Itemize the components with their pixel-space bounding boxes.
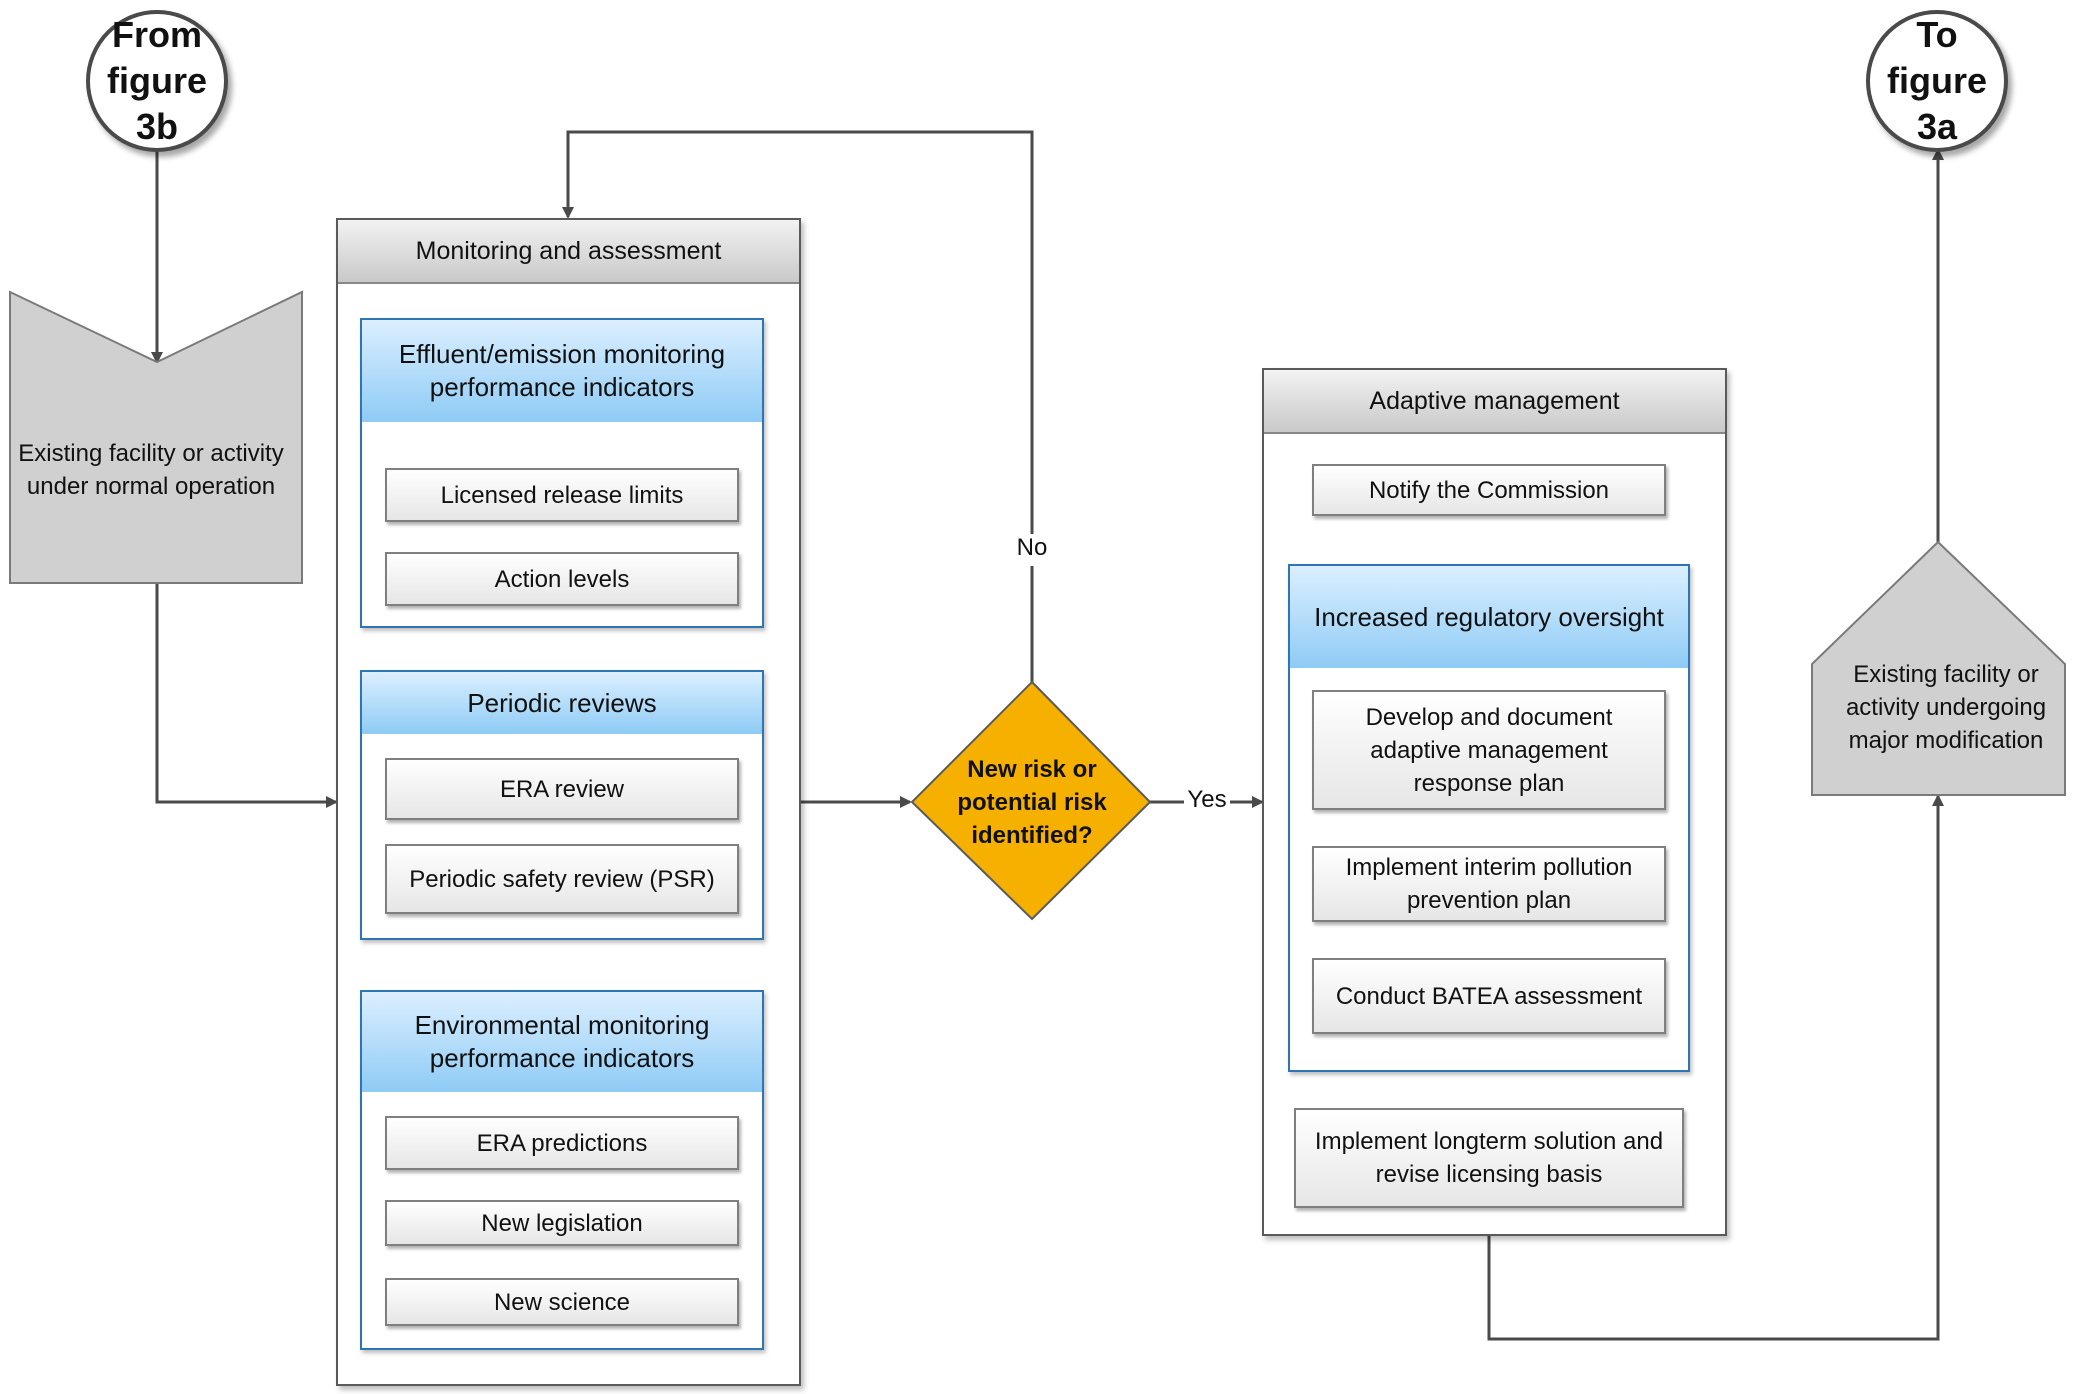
to-figure-connector: To figure 3a: [1866, 10, 2008, 152]
interim-plan-box: Implement interim pollution prevention p…: [1312, 846, 1666, 922]
decision-yes-label: Yes: [1184, 786, 1230, 818]
from-figure-connector: From figure 3b: [86, 10, 228, 152]
periodic-reviews-group-title: Periodic reviews: [362, 672, 762, 734]
new-legislation-box: New legislation: [385, 1200, 739, 1246]
regulatory-oversight-group-title: Increased regulatory oversight: [1290, 566, 1688, 668]
monitoring-panel-title: Monitoring and assessment: [338, 220, 799, 284]
to-figure-label: To figure 3a: [1886, 14, 1987, 147]
decision-no-label: No: [1002, 534, 1062, 566]
end-shape-polygon: [1811, 540, 2066, 796]
arrow-start-to-monitoring: [155, 583, 338, 808]
era-predictions-box: ERA predictions: [385, 1116, 739, 1170]
decision-diamond: [910, 680, 1152, 921]
start-shape-label: Existing facility or activity under norm…: [18, 440, 284, 500]
effluent-monitoring-group-title: Effluent/emission monitoring performance…: [362, 320, 762, 422]
from-figure-label: From figure 3b: [106, 14, 207, 147]
end-shape-label: Existing facility or activity undergoing…: [1845, 661, 2047, 754]
arrow-no-loop: [562, 130, 1034, 682]
arrow-longterm-to-end: [1487, 794, 1944, 1341]
response-plan-box: Develop and document adaptive management…: [1312, 690, 1666, 810]
new-science-box: New science: [385, 1278, 739, 1326]
start-shape-polygon: [9, 290, 303, 584]
environmental-monitoring-group-title: Environmental monitoring performance ind…: [362, 992, 762, 1092]
action-levels-box: Action levels: [385, 552, 739, 606]
batea-assessment-box: Conduct BATEA assessment: [1312, 958, 1666, 1034]
adaptive-management-panel-title: Adaptive management: [1264, 370, 1725, 434]
era-review-box: ERA review: [385, 758, 739, 820]
periodic-safety-review-box: Periodic safety review (PSR): [385, 844, 739, 914]
longterm-solution-box: Implement longterm solution and revise l…: [1294, 1108, 1684, 1208]
licensed-release-limits-box: Licensed release limits: [385, 468, 739, 522]
decision-label: New risk or potential risk identified?: [957, 755, 1107, 849]
notify-commission-box: Notify the Commission: [1312, 464, 1666, 516]
